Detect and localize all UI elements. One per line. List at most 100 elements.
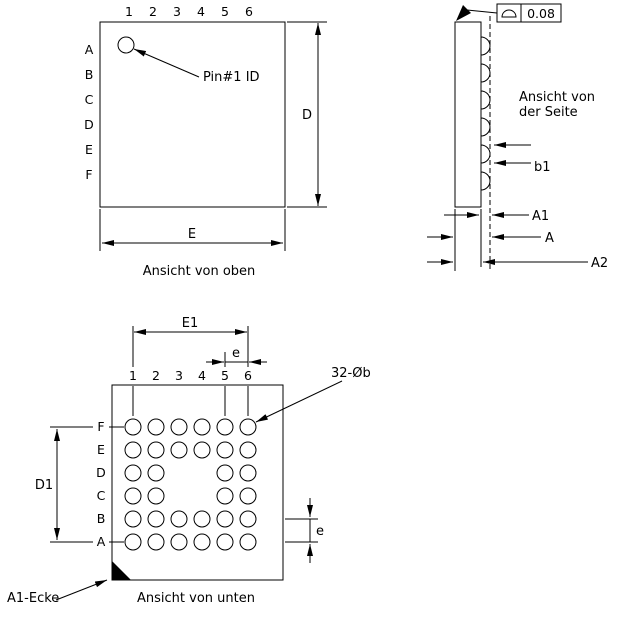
side-view: 0.08 Ansicht von der Seite b1 A1 A A2	[427, 3, 608, 271]
column-label: 5	[221, 4, 229, 19]
row-label: D	[84, 117, 94, 132]
ball	[239, 441, 257, 459]
a1-corner-callout: A1-Ecke	[7, 579, 108, 606]
ball-callout: 32-Øb	[255, 366, 371, 423]
surface-profile-icon	[501, 9, 517, 18]
column-label: 3	[173, 4, 181, 19]
column-label: 4	[197, 4, 205, 19]
ball	[216, 510, 234, 528]
dimension-d: D	[287, 21, 327, 208]
ball	[124, 510, 142, 528]
ball	[216, 441, 234, 459]
column-label: 5	[221, 368, 229, 383]
top-view: 1 2 3 4 5 6 A B C D E F Pin#1 ID D	[84, 4, 327, 279]
ball	[124, 464, 142, 482]
side-view-caption-line1: Ansicht von	[519, 90, 595, 105]
dim-d-label: D	[302, 108, 312, 123]
dimension-d1: D1	[35, 426, 124, 543]
bottom-view-caption: Ansicht von unten	[137, 591, 255, 606]
ball-callout-label: 32-Øb	[331, 366, 371, 381]
bottom-view: 1 2 3 4 5 6 F E D C B A E1	[7, 316, 371, 606]
dimension-a1: A1	[444, 209, 549, 224]
row-label: D	[96, 465, 106, 480]
dim-e1-label: E1	[182, 316, 199, 331]
ball	[170, 510, 188, 528]
ball	[170, 533, 188, 551]
pin1-id-circle	[117, 36, 135, 54]
row-label: F	[85, 167, 92, 182]
ball	[216, 418, 234, 436]
ball	[480, 144, 491, 164]
ball	[239, 418, 257, 436]
dim-d1-label: D1	[35, 478, 53, 493]
dim-a-label: A	[545, 231, 554, 246]
top-view-column-labels: 1 2 3 4 5 6	[125, 4, 253, 19]
side-view-caption-line2: der Seite	[519, 105, 578, 120]
ball	[124, 418, 142, 436]
ball	[216, 464, 234, 482]
column-label: 6	[244, 368, 252, 383]
leader-line	[466, 9, 498, 14]
ball	[239, 464, 257, 482]
ball-grid	[124, 418, 257, 551]
row-label: B	[85, 67, 94, 82]
ball	[124, 441, 142, 459]
ball	[239, 510, 257, 528]
top-view-row-labels: A B C D E F	[84, 42, 94, 182]
side-view-balls	[480, 36, 491, 191]
top-view-caption: Ansicht von oben	[143, 264, 256, 279]
ball	[147, 464, 165, 482]
dimension-e-top: e	[206, 346, 267, 416]
dim-a1-label: A1	[532, 209, 549, 224]
row-label: E	[85, 142, 93, 157]
row-label: B	[97, 511, 106, 526]
pin1-label: Pin#1 ID	[203, 70, 260, 85]
dim-e-right-label: e	[316, 524, 324, 539]
row-label: C	[97, 488, 106, 503]
ball	[480, 117, 491, 137]
column-label: 3	[175, 368, 183, 383]
row-label: C	[85, 92, 94, 107]
row-label: A	[85, 42, 94, 57]
bottom-view-row-labels: F E D C B A	[96, 419, 106, 549]
column-label: 4	[198, 368, 206, 383]
ball	[239, 533, 257, 551]
tolerance-box	[496, 3, 562, 23]
column-label: 2	[152, 368, 160, 383]
a1-corner-label: A1-Ecke	[7, 591, 59, 606]
ball	[193, 533, 211, 551]
column-label: 2	[149, 4, 157, 19]
ball	[170, 441, 188, 459]
dim-e-top-label: e	[232, 346, 240, 361]
dimension-a: A	[427, 231, 554, 246]
ball	[216, 487, 234, 505]
ball	[147, 441, 165, 459]
tolerance-frame: 0.08	[456, 3, 562, 23]
row-label: E	[97, 442, 105, 457]
ball	[193, 441, 211, 459]
side-view-body	[454, 21, 482, 208]
a1-corner-chamfer	[112, 561, 131, 580]
ball	[170, 418, 188, 436]
row-label: F	[97, 419, 104, 434]
ball	[147, 487, 165, 505]
dimension-b1: b1	[494, 142, 551, 175]
dim-a2-label: A2	[591, 256, 608, 271]
ball	[193, 418, 211, 436]
dimension-e-right: e	[285, 498, 324, 563]
dimension-e: E	[99, 209, 286, 251]
dimension-e1: E1	[132, 316, 249, 416]
column-label: 6	[245, 4, 253, 19]
ball	[147, 418, 165, 436]
ball	[480, 36, 491, 56]
ball	[193, 510, 211, 528]
ball	[239, 487, 257, 505]
column-label: 1	[129, 368, 137, 383]
top-view-outline	[99, 21, 286, 208]
ball	[124, 533, 142, 551]
ball	[147, 510, 165, 528]
ball	[480, 90, 491, 110]
bottom-view-outline	[111, 384, 284, 581]
dimension-a2: A2	[427, 256, 608, 271]
